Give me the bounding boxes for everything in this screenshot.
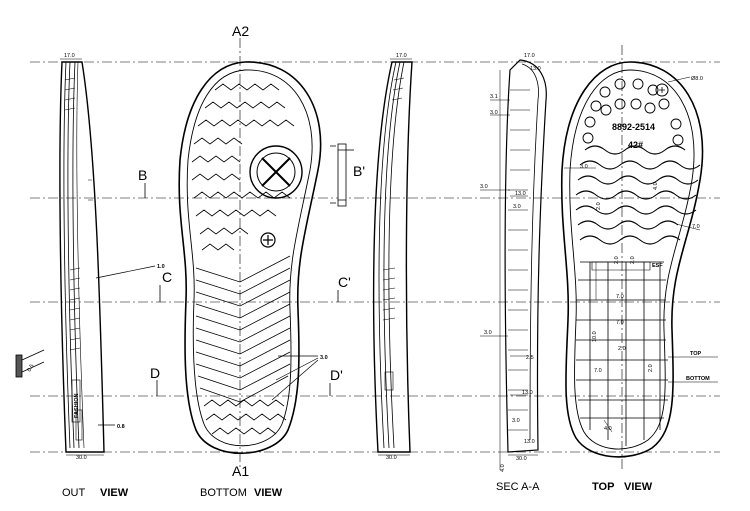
out-view-side-label: FASHION <box>74 394 80 418</box>
mark-b-prime: B' <box>353 163 365 179</box>
caption-top: TOP <box>592 481 614 493</box>
dim-top-12: 2.0 <box>648 364 654 372</box>
dim-inner-width-bottom: 30.0 <box>386 455 397 461</box>
mark-b: B <box>138 167 147 183</box>
callout-1-0: 1.0 <box>157 264 165 270</box>
dim-sec-top-inner: 13.0 <box>530 66 541 72</box>
dim-sec-7: 2.5 <box>526 355 534 361</box>
hole-diameter: Ø8.0 <box>691 76 703 82</box>
callout-0-5: 0.5 <box>27 363 36 373</box>
mark-c: C <box>162 269 172 285</box>
dim-top-2: 2.0 <box>596 202 602 210</box>
side-detail <box>15 349 45 378</box>
callout-3-0: 3.0 <box>320 355 328 361</box>
dim-top-11: 7.0 <box>594 368 602 374</box>
dim-top-7: 7.0 <box>616 294 624 300</box>
caption-top-view: VIEW <box>624 481 653 493</box>
dim-sec-width-top: 17.0 <box>524 53 535 59</box>
esf-tag: ESF <box>652 263 663 269</box>
dim-top-9: 10.0 <box>592 331 598 342</box>
dim-sec-4: 13.0 <box>515 191 526 197</box>
callout-0-8: 0.8 <box>117 424 125 430</box>
dim-out-width-bottom: 30.0 <box>76 455 87 461</box>
dim-sec-heel: 4.0 <box>500 464 506 472</box>
caption-out: OUT <box>62 487 86 499</box>
dim-sec-3: 3.0 <box>480 184 488 190</box>
mark-a2: A2 <box>232 23 249 39</box>
top-view-dim-lines <box>564 167 701 433</box>
mark-a1: A1 <box>232 463 249 479</box>
caption-out-view: VIEW <box>100 487 129 499</box>
caption-section: SEC A-A <box>496 481 540 493</box>
dim-top-5: 2.0 <box>630 256 636 264</box>
bottom-view-outsole <box>178 61 322 455</box>
mark-d-prime: D' <box>330 367 343 383</box>
mark-d: D <box>150 365 160 381</box>
section-dim-lines <box>480 99 528 396</box>
dim-sec-1: 3.1 <box>490 94 498 100</box>
dim-sec-6: 3.0 <box>484 330 492 336</box>
inner-view-profile <box>372 61 413 453</box>
dim-top-4: 7.0 <box>692 224 700 230</box>
top-tag: TOP <box>690 351 702 357</box>
caption-bottom: BOTTOM <box>200 487 247 499</box>
dim-sec-8: 13.0 <box>522 390 533 396</box>
top-view-insole <box>560 61 704 458</box>
dim-top-1: 3.0 <box>580 164 588 170</box>
dim-top-6: 2.0 <box>614 256 620 264</box>
dim-sec-9: 3.0 <box>512 418 520 424</box>
dim-sec-bottom-inner: 13.0 <box>524 439 535 445</box>
dim-top-3: 4.0 <box>653 182 659 190</box>
out-view-side-label-box <box>71 379 81 423</box>
dim-top-10: 2.0 <box>618 346 626 352</box>
caption-bottom-view: VIEW <box>254 487 283 499</box>
mark-c-prime: C' <box>338 274 351 290</box>
dim-sec-2: 3.0 <box>490 110 498 116</box>
dim-sec-width-bottom: 30.0 <box>516 456 527 462</box>
dim-top-13: 4.0 <box>604 426 612 432</box>
section-a-a <box>499 59 547 470</box>
bottom-tag: BOTTOM <box>686 376 710 382</box>
dim-top-8: 7.0 <box>616 320 624 326</box>
model-code: 8892-2514 <box>612 122 655 132</box>
b-prime-detail <box>330 143 354 207</box>
reference-lines <box>30 38 720 472</box>
dim-out-width-top: 17.0 <box>64 53 75 59</box>
dim-sec-5: 3.0 <box>513 204 521 210</box>
out-view-profile <box>59 61 105 453</box>
size-label: 42# <box>628 140 643 150</box>
dim-inner-width-top: 17.0 <box>396 53 407 59</box>
